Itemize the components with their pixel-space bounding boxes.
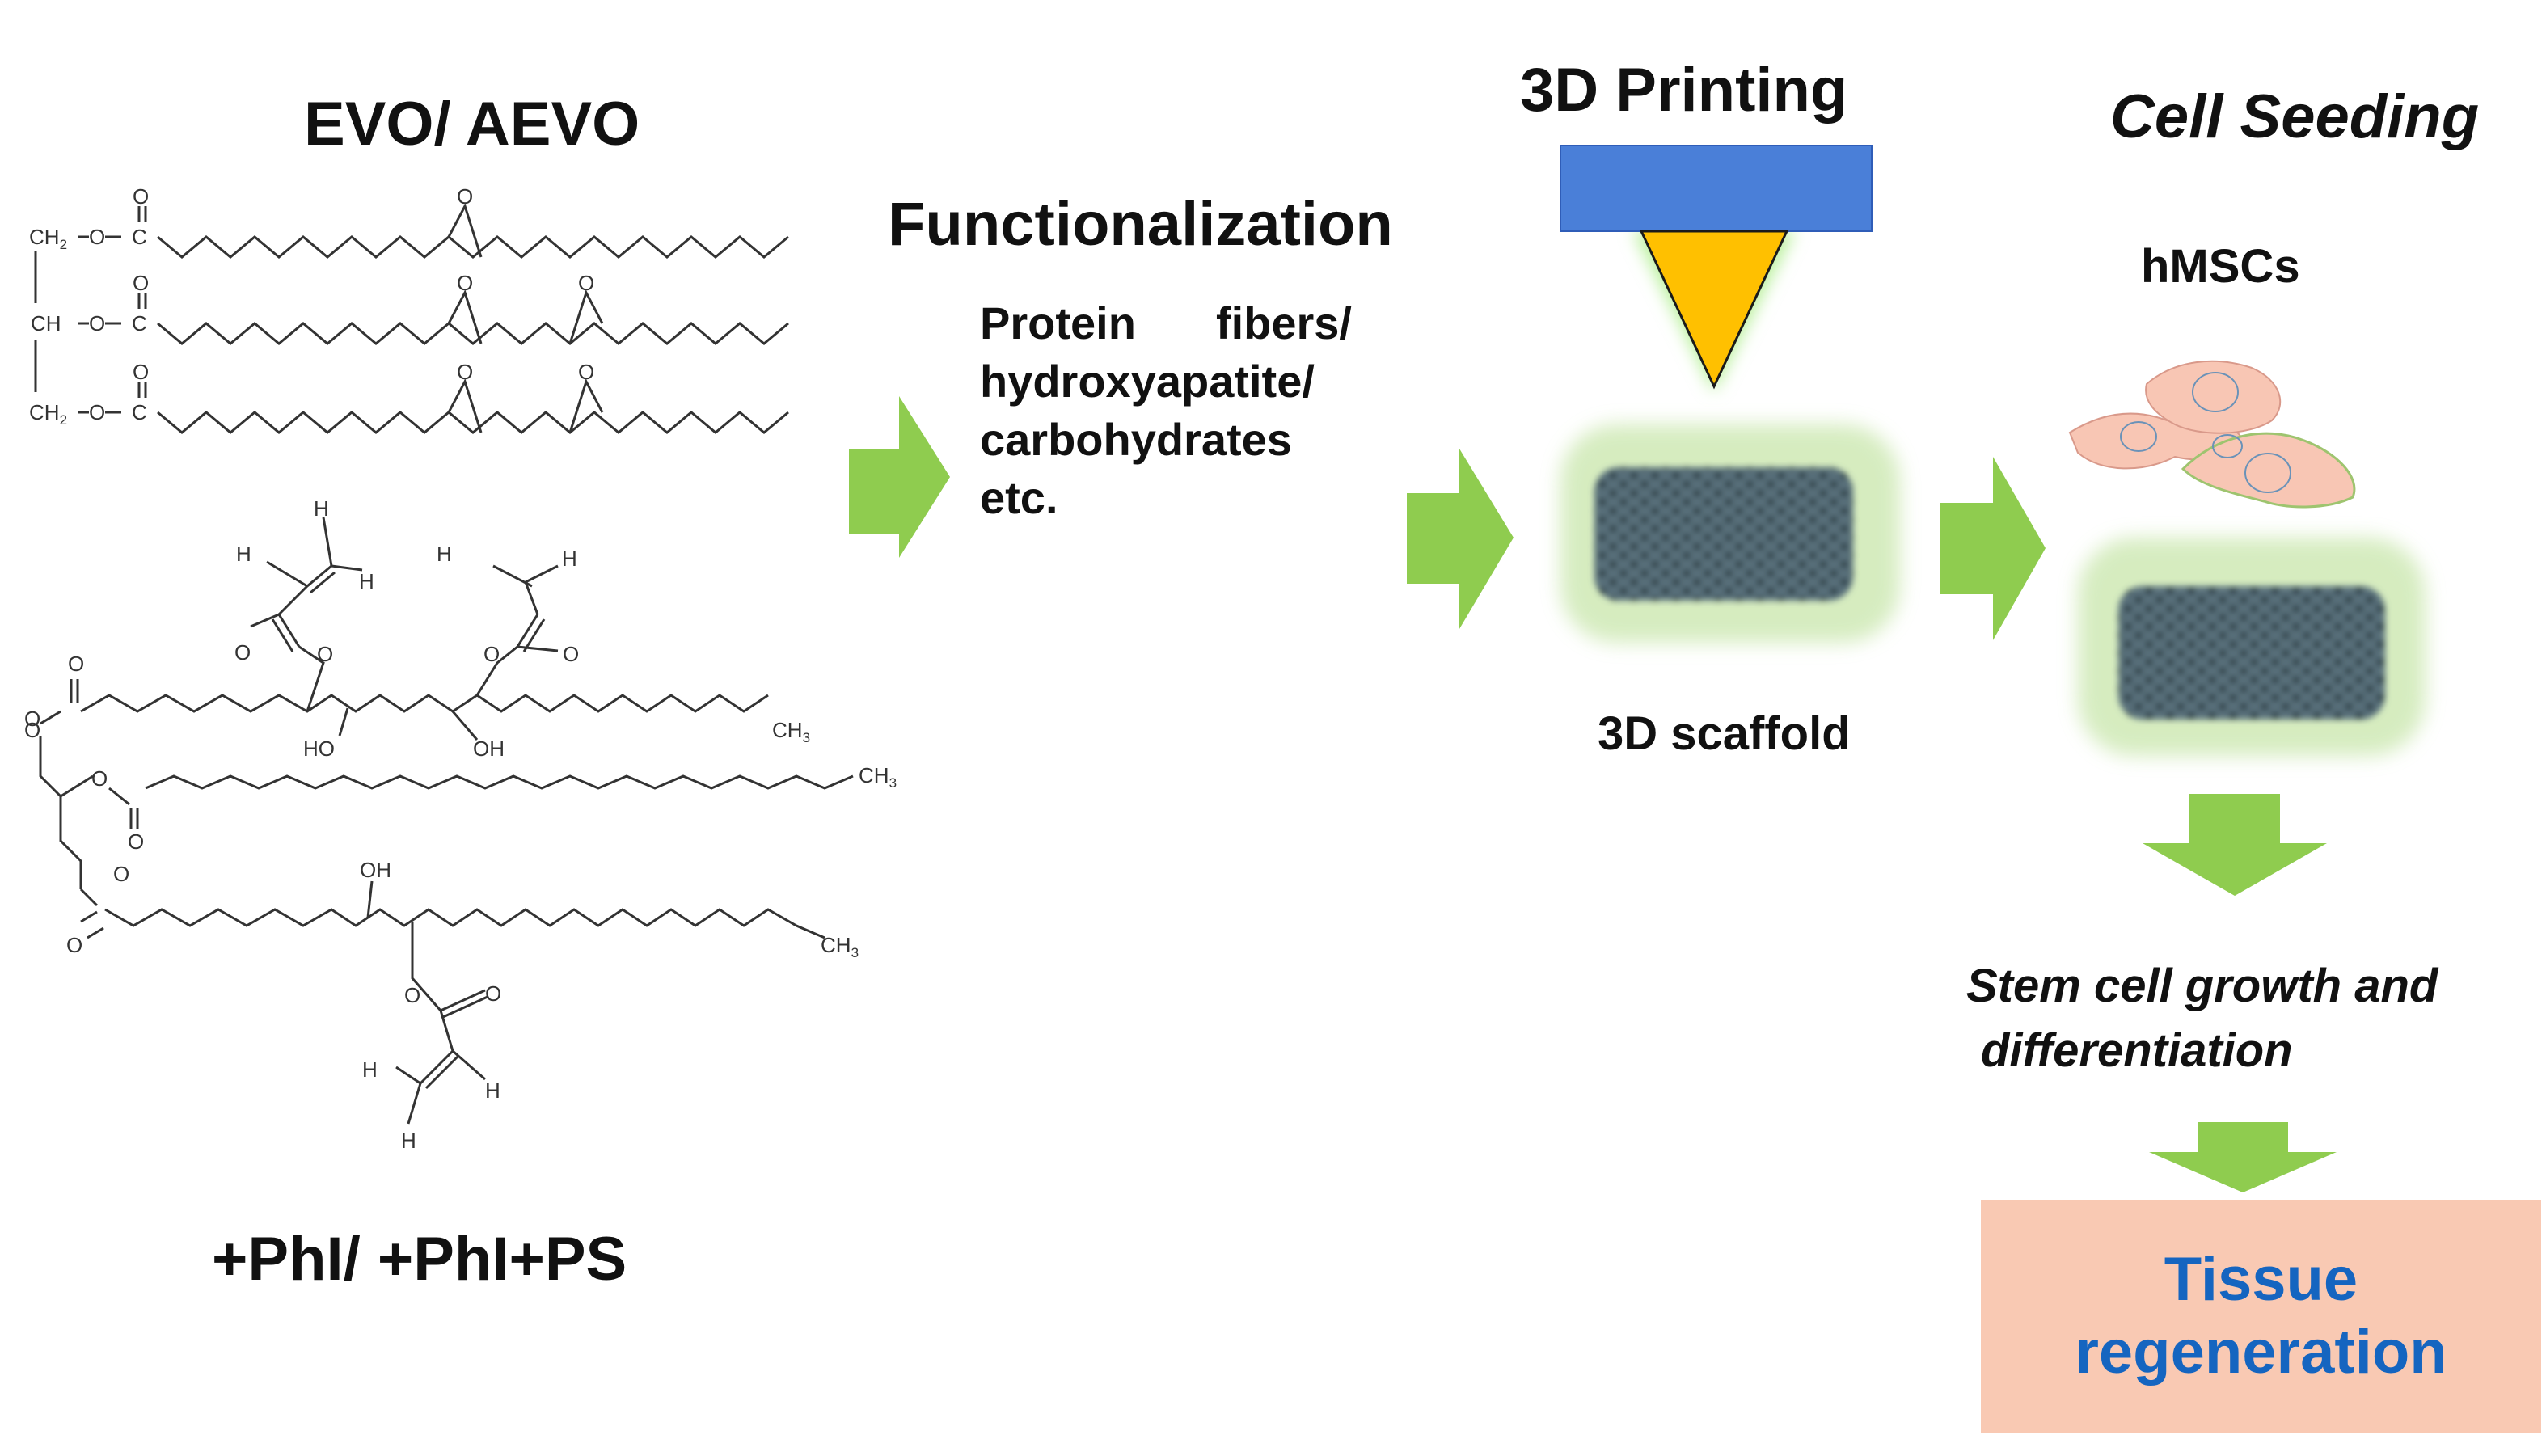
additives-label: +PhI/ +PhI+PS bbox=[212, 1225, 627, 1294]
aevo-atom-labels: O O H H H O O H H O O HO OH CH3 O O O CH… bbox=[24, 496, 897, 1153]
cell-icon bbox=[2145, 360, 2282, 434]
svg-text:H: H bbox=[401, 1129, 416, 1153]
svg-text:O: O bbox=[89, 225, 105, 249]
svg-text:OH: OH bbox=[473, 736, 505, 761]
svg-text:O: O bbox=[133, 360, 149, 384]
svg-text:O: O bbox=[578, 360, 594, 384]
svg-text:CH: CH bbox=[31, 311, 61, 336]
cell-icon bbox=[2181, 432, 2356, 509]
svg-text:O: O bbox=[89, 311, 105, 336]
svg-text:HO: HO bbox=[303, 736, 335, 761]
svg-text:H: H bbox=[485, 1078, 500, 1103]
growth-label-line2: differentiation bbox=[1981, 1024, 2293, 1077]
svg-text:O: O bbox=[89, 400, 105, 424]
svg-text:CH3: CH3 bbox=[772, 718, 810, 745]
growth-label-line1: Stem cell growth and bbox=[1966, 960, 2438, 1012]
tissue-line2: regeneration bbox=[2075, 1318, 2447, 1386]
svg-text:O: O bbox=[24, 707, 40, 731]
svg-text:O: O bbox=[128, 829, 144, 854]
svg-text:C: C bbox=[132, 400, 147, 424]
svg-text:OH: OH bbox=[360, 858, 391, 882]
svg-text:O: O bbox=[113, 862, 129, 886]
svg-text:O: O bbox=[91, 766, 108, 791]
svg-text:O: O bbox=[234, 640, 251, 665]
green-arrow-icon bbox=[1407, 449, 1514, 629]
svg-text:H: H bbox=[362, 1057, 378, 1082]
svg-text:H: H bbox=[314, 496, 329, 521]
svg-text:CH3: CH3 bbox=[859, 763, 897, 791]
nozzle-icon bbox=[1560, 145, 1873, 392]
svg-text:O: O bbox=[578, 271, 594, 295]
tissue-line1: Tissue bbox=[2164, 1245, 2358, 1315]
svg-text:H: H bbox=[562, 547, 577, 571]
green-arrow-icon bbox=[2143, 794, 2327, 896]
fn-word-fibers: fibers/ bbox=[1215, 298, 1352, 348]
svg-text:CH3: CH3 bbox=[821, 933, 859, 960]
svg-text:O: O bbox=[457, 271, 473, 295]
cell-seeding-title: Cell Seeding bbox=[2110, 82, 2480, 151]
svg-text:O: O bbox=[404, 983, 420, 1007]
svg-text:O: O bbox=[317, 642, 333, 666]
fn-line-etc: etc. bbox=[980, 472, 1058, 523]
scaffold-mesh-icon bbox=[1560, 424, 1900, 643]
scaffold-mesh-icon bbox=[2078, 538, 2426, 756]
svg-text:H: H bbox=[236, 542, 251, 566]
svg-text:O: O bbox=[68, 652, 84, 676]
fn-word-protein: Protein bbox=[980, 298, 1136, 348]
svg-text:CH2: CH2 bbox=[29, 225, 67, 252]
fn-line-carbohydrates: carbohydrates bbox=[980, 414, 1292, 465]
svg-text:O: O bbox=[24, 718, 40, 742]
svg-text:O: O bbox=[483, 642, 500, 666]
svg-text:O: O bbox=[66, 933, 82, 957]
svg-text:C: C bbox=[132, 311, 147, 336]
svg-text:O: O bbox=[133, 184, 149, 209]
evo-aevo-title: EVO/ AEVO bbox=[304, 90, 640, 158]
tissue-regeneration-box: Tissue regeneration bbox=[1981, 1200, 2541, 1433]
aevo-structure bbox=[39, 517, 854, 1125]
evo-atom-labels: CH2 O C O CH O C O CH2 O C O O O O O O bbox=[29, 184, 594, 428]
svg-text:C: C bbox=[132, 225, 147, 249]
svg-text:H: H bbox=[359, 569, 374, 593]
svg-text:O: O bbox=[133, 271, 149, 295]
svg-text:CH2: CH2 bbox=[29, 400, 67, 428]
scaffold-label: 3D scaffold bbox=[1598, 707, 1851, 760]
evo-structure bbox=[34, 203, 789, 434]
fn-line-hydroxyapatite: hydroxyapatite/ bbox=[980, 356, 1315, 407]
cells-cluster bbox=[2068, 360, 2356, 509]
functionalization-title: Functionalization bbox=[888, 190, 1393, 259]
svg-text:O: O bbox=[457, 184, 473, 209]
svg-text:O: O bbox=[563, 642, 579, 666]
functionalization-description: Protein fibers/ hydroxyapatite/ carbohydr… bbox=[980, 294, 1352, 527]
svg-text:O: O bbox=[485, 981, 501, 1006]
green-arrow-icon bbox=[2149, 1122, 2337, 1192]
svg-text:H: H bbox=[437, 542, 452, 566]
green-arrow-icon bbox=[849, 396, 950, 558]
printing-title: 3D Printing bbox=[1520, 56, 1848, 124]
hmscs-label: hMSCs bbox=[2141, 240, 2300, 293]
svg-text:O: O bbox=[457, 360, 473, 384]
green-arrow-icon bbox=[1940, 457, 2046, 640]
